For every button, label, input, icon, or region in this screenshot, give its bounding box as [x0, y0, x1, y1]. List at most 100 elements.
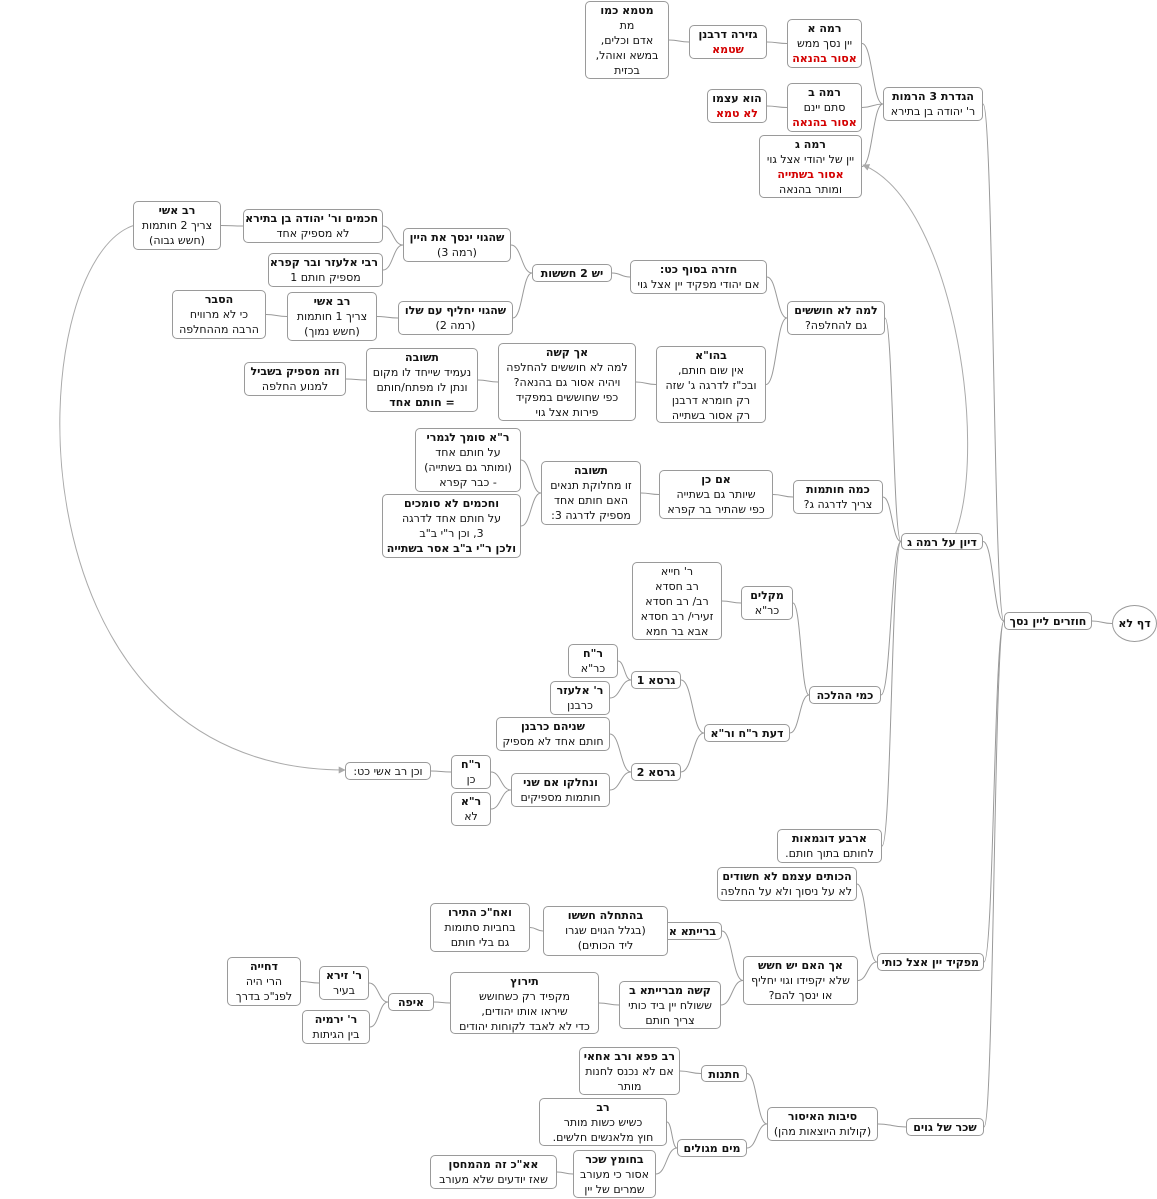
- node-text: חותם אחד לא מספיק: [502, 735, 604, 748]
- node-text: כפי שחוששים במפקיד: [515, 391, 619, 404]
- node-title: שניהם כרבנן: [521, 720, 585, 733]
- node-root[interactable]: דף לא: [1112, 605, 1157, 642]
- node-title: יש 2 חששות: [540, 267, 604, 280]
- node-text: (בגלל הגוים שגרו: [565, 924, 646, 937]
- node-vechen[interactable]: וכן רב אשי כט:: [345, 762, 431, 780]
- node-braitaA[interactable]: ברייתא א: [663, 922, 722, 940]
- link-akkasha-tshuva1: [477, 379, 499, 383]
- node-text: אבא בר חמא: [645, 625, 709, 638]
- node-maim[interactable]: מים מגולים: [677, 1139, 747, 1157]
- node-title: שכר של גוים: [913, 1121, 977, 1134]
- node-title: גרסא 1: [636, 674, 676, 687]
- node-girsa2[interactable]: גרסא 2: [631, 763, 681, 781]
- node-girsa1[interactable]: גרסא 1: [631, 671, 681, 689]
- node-text: שטמא: [712, 43, 744, 56]
- link-rch2-vechen: [430, 770, 452, 773]
- node-text: מספיק לדרגה 3:: [551, 509, 631, 522]
- node-title: קשה מברייתא ב: [629, 984, 711, 997]
- node-title: אא"כ זה מהמחסן: [448, 1158, 539, 1171]
- link-main-mafkid: [983, 620, 1005, 963]
- link-hazara-yesh2: [611, 272, 631, 278]
- node-text: יין נסך ממש: [796, 37, 853, 50]
- node-gzera[interactable]: גזירה דרבנן שטמא: [689, 25, 767, 59]
- link-mafkid-akhaim: [857, 961, 878, 981]
- node-schar[interactable]: שכר של גוים: [906, 1118, 984, 1136]
- node-shehagoy1[interactable]: שהגוי ינסך את היין(רמה 3): [403, 228, 511, 262]
- node-sibot[interactable]: סיבות האיסור(קולות היוצאות מהן): [767, 1107, 878, 1141]
- node-shehagoy2[interactable]: שהגוי יחליף עם שלו(רמה 2): [398, 301, 513, 335]
- link-shehagoy1-rabiel: [382, 244, 404, 271]
- node-title: דף לא: [1118, 617, 1151, 630]
- node-kmi[interactable]: כמי ההלכה: [809, 686, 881, 704]
- node-yesh2[interactable]: יש 2 חששות: [532, 264, 612, 282]
- node-title: וחכמים לא סומכים: [403, 497, 500, 510]
- node-eifa[interactable]: איפה: [388, 993, 434, 1011]
- node-title: מפקיד יין אצל כותי: [881, 956, 979, 969]
- node-text: כדי לא לאבד לקוחות יהודים: [459, 1020, 590, 1033]
- node-title: הגדרת 3 הרמות: [892, 90, 974, 103]
- node-title: אם כן: [701, 473, 731, 486]
- node-shneihem[interactable]: שניהם כרבנן חותם אחד לא מספיק: [496, 717, 610, 751]
- node-text: צריך 2 חותמות: [141, 219, 213, 232]
- node-hazara[interactable]: חזרה בסוף כט:אם יהודי מפקיד יין אצל גוי: [630, 260, 767, 294]
- node-title: ונחלקו אם שני: [523, 776, 598, 789]
- node-text: למנוע החלפה: [261, 380, 329, 393]
- node-text: יין של יהודי אצל גוי: [766, 153, 855, 166]
- link-def3-ramaG: [861, 103, 884, 167]
- link-ramaA-gzera: [766, 41, 788, 44]
- node-main[interactable]: חוזרים ליין נסך: [1004, 612, 1092, 630]
- node-title: גזירה דרבנן: [698, 28, 758, 41]
- node-text: בעיר: [333, 984, 355, 997]
- node-title: ארבע דוגמאות: [792, 832, 867, 845]
- link-tirutz-eifa: [433, 1001, 451, 1004]
- node-mafkid[interactable]: מפקיד יין אצל כותי: [877, 953, 984, 971]
- node-text: מותר: [617, 1080, 642, 1093]
- node-chatnut[interactable]: חתנות: [701, 1065, 747, 1082]
- node-dion[interactable]: דיון על רמה ג: [901, 533, 983, 550]
- node-daat[interactable]: דעת ר"ח ור"א: [704, 724, 790, 742]
- node-title: בהו"א: [695, 349, 727, 362]
